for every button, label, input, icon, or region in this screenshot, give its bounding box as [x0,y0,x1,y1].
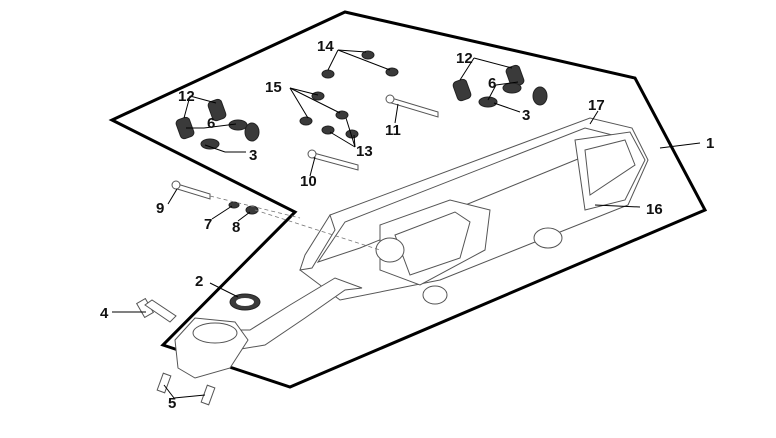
left-mount-rubber-set [175,98,260,150]
callout-1: 1 [706,135,714,152]
callout-2: 2 [195,273,203,290]
callout-6-right: 6 [488,75,496,92]
oxygen-sensor-part [135,297,177,323]
callout-12-left: 12 [178,88,195,105]
callout-labels: 1 2 3 3 4 5 6 6 7 8 9 10 11 12 12 13 14 … [100,38,714,412]
callout-12-right: 12 [456,50,473,67]
leader-lines [112,49,701,399]
callout-7: 7 [204,216,212,233]
callout-11: 11 [385,122,401,139]
callout-14: 14 [317,38,334,55]
callout-6-left: 6 [207,115,215,132]
callout-10: 10 [300,173,317,190]
muffler-assembly [299,117,649,305]
callout-3-left: 3 [249,147,257,164]
callout-17: 17 [588,97,605,114]
callout-5: 5 [168,395,176,412]
callout-13: 13 [356,143,373,160]
callout-4: 4 [100,305,109,322]
callout-16: 16 [646,201,663,218]
gasket-part [229,293,261,311]
callout-8: 8 [232,219,240,236]
long-bolt-parts [307,94,439,171]
mount-bolt-parts [171,180,381,251]
callout-3-right: 3 [522,107,530,124]
callout-9: 9 [156,200,164,217]
stud-parts [156,372,216,406]
right-mount-rubber-set [452,64,548,108]
callout-15: 15 [265,79,282,96]
exhaust-pipe [174,277,363,379]
